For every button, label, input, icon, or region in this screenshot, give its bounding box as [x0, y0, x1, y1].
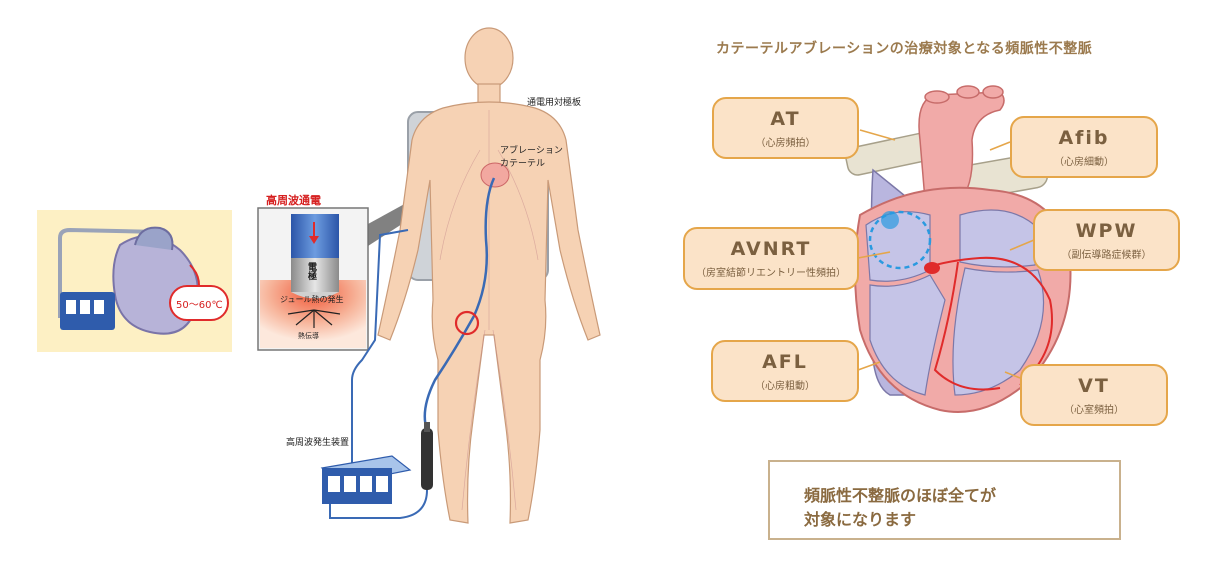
box-at-abbr: AT: [770, 107, 801, 130]
plate-cable: [351, 229, 409, 470]
catheter-label-line2: カテーテル: [500, 159, 546, 169]
catheter-handle: [421, 428, 433, 490]
box-afl-abbr: AFL: [762, 350, 808, 373]
ground-plate-label: 通電用対極板: [527, 98, 582, 108]
box-vt-abbr: VT: [1078, 374, 1110, 397]
box-afib-name: （心房細動）: [1054, 156, 1114, 168]
heat-conduction-label: 熱伝導: [298, 332, 319, 340]
joule-heat-label: ジュール熱の発生: [280, 295, 344, 304]
summary-box: 頻脈性不整脈のほぼ全てが 対象になります: [768, 460, 1121, 540]
electrode-label: 電極: [306, 262, 316, 280]
summary-line1: 頻脈性不整脈のほぼ全てが: [804, 486, 997, 505]
generator-label: 高周波発生装置: [286, 438, 350, 448]
rf-generator: [320, 455, 412, 504]
box-afl-name: （心房粗動）: [755, 380, 815, 392]
temperature-badge: 50〜60℃: [176, 300, 223, 311]
box-vt-name: （心室頻拍）: [1064, 404, 1124, 416]
summary-line2: 対象になります: [804, 510, 917, 529]
generator-cable: [329, 489, 428, 519]
figure-title: カテーテルアブレーションの治療対象となる頻脈性不整脈: [716, 41, 1093, 57]
box-afib: Afib （心房細動）: [1010, 116, 1158, 178]
catheter-line: [423, 177, 496, 431]
vessels: [439, 110, 539, 511]
high-freq-current-label: 高周波通電: [266, 194, 321, 207]
electrode-zoom-panel: [257, 168, 470, 351]
box-avnrt: AVNRT （房室結節リエントリー性頻拍）: [683, 227, 859, 290]
box-wpw-name: （副伝導路症候群）: [1061, 249, 1152, 261]
box-afl: AFL （心房粗動）: [711, 340, 859, 402]
box-at: AT （心房頻拍）: [712, 97, 859, 159]
catheter-label-line1: アブレーション: [500, 146, 563, 156]
box-afib-abbr: Afib: [1058, 126, 1110, 149]
body-heart: [480, 162, 510, 188]
insertion-site-marker: [454, 310, 480, 336]
box-wpw: WPW （副伝導路症候群）: [1033, 209, 1180, 271]
box-at-name: （心房頻拍）: [755, 137, 816, 149]
box-vt: VT （心室頻拍）: [1020, 364, 1168, 426]
box-wpw-abbr: WPW: [1075, 219, 1138, 242]
box-avnrt-abbr: AVNRT: [730, 238, 812, 260]
box-avnrt-name: （房室結節リエントリー性頻拍）: [696, 268, 846, 279]
heart-inset: [37, 210, 232, 352]
heart-cross-section: [845, 85, 1072, 413]
